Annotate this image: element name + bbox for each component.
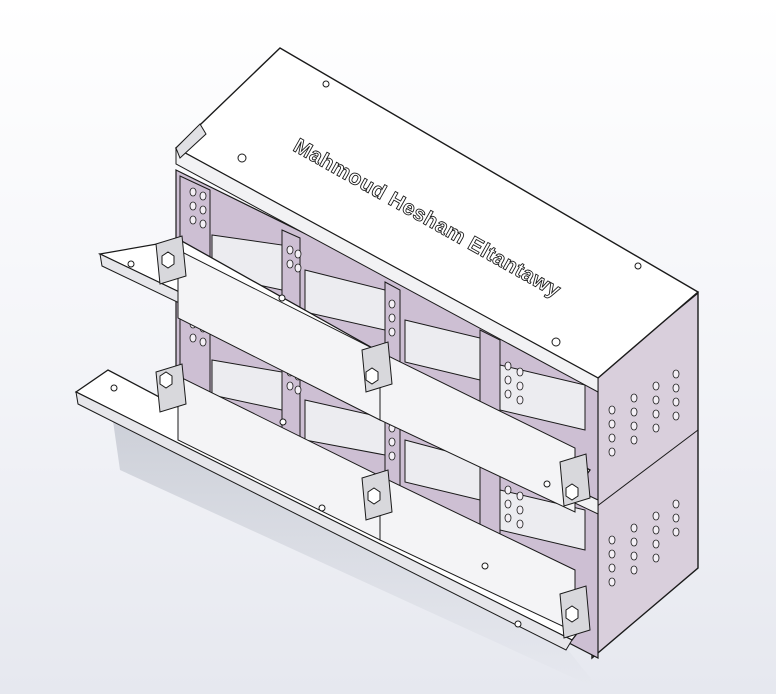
- hex-nuts: [159, 251, 579, 623]
- lid-side-bevel: [175, 123, 207, 159]
- side-vent-holes: [608, 369, 680, 587]
- lower-flap: [74, 369, 587, 651]
- lid-bolts: [237, 80, 642, 347]
- right-panel-fold: [591, 429, 699, 511]
- upper-flap: [97, 239, 591, 513]
- flap-bolts: [110, 260, 551, 628]
- lid-front-lip: [175, 147, 599, 393]
